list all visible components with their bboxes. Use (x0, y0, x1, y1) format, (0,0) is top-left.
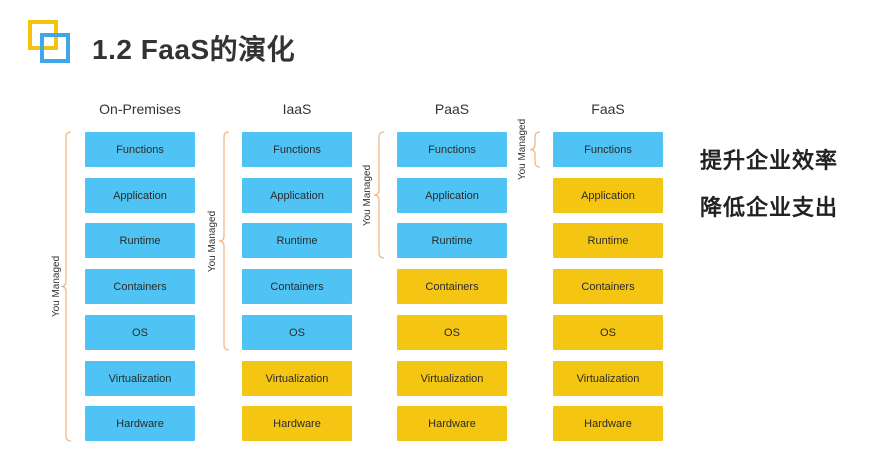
layer-box-iaas-hardware: Hardware (242, 406, 352, 441)
logo-icon (28, 20, 76, 66)
managed-brace-faas (529, 131, 541, 168)
layer-box-on-premises-containers: Containers (85, 269, 195, 304)
you-managed-label-on-premises: You Managed (50, 255, 62, 318)
page-title: 1.2 FaaS的演化 (92, 34, 296, 65)
layer-box-paas-runtime: Runtime (397, 223, 507, 258)
layer-box-faas-functions: Functions (553, 132, 663, 167)
layer-box-iaas-containers: Containers (242, 269, 352, 304)
layer-box-on-premises-os: OS (85, 315, 195, 350)
column-header-faas: FaaS (591, 101, 625, 117)
layer-box-paas-virtualization: Virtualization (397, 361, 507, 396)
layer-box-faas-os: OS (553, 315, 663, 350)
layer-box-iaas-runtime: Runtime (242, 223, 352, 258)
you-managed-label-iaas: You Managed (206, 210, 218, 272)
column-header-paas: PaaS (434, 101, 470, 117)
managed-brace-on-premises (60, 131, 72, 442)
slogan-cost: 降低企业支出 (700, 195, 839, 220)
layer-box-on-premises-virtualization: Virtualization (85, 361, 195, 396)
layer-box-on-premises-hardware: Hardware (85, 406, 195, 441)
you-managed-label-faas: You Managed (516, 118, 528, 181)
layer-box-paas-os: OS (397, 315, 507, 350)
layer-box-iaas-application: Application (242, 178, 352, 213)
layer-box-on-premises-application: Application (85, 178, 195, 213)
column-header-on-premises: On-Premises (99, 101, 181, 117)
layer-box-iaas-os: OS (242, 315, 352, 350)
layer-box-paas-functions: Functions (397, 132, 507, 167)
layer-box-faas-runtime: Runtime (553, 223, 663, 258)
slogan-efficiency: 提升企业效率 (700, 148, 839, 173)
you-managed-label-paas: You Managed (361, 164, 373, 226)
layer-box-faas-application: Application (553, 178, 663, 213)
layer-box-iaas-functions: Functions (242, 132, 352, 167)
managed-brace-iaas (218, 131, 230, 351)
column-header-iaas: IaaS (282, 101, 312, 117)
managed-brace-paas (373, 131, 385, 259)
layer-box-on-premises-runtime: Runtime (85, 223, 195, 258)
layer-box-faas-hardware: Hardware (553, 406, 663, 441)
layer-box-faas-virtualization: Virtualization (553, 361, 663, 396)
layer-box-paas-application: Application (397, 178, 507, 213)
layer-box-paas-containers: Containers (397, 269, 507, 304)
layer-box-faas-containers: Containers (553, 269, 663, 304)
layer-box-iaas-virtualization: Virtualization (242, 361, 352, 396)
layer-box-paas-hardware: Hardware (397, 406, 507, 441)
layer-box-on-premises-functions: Functions (85, 132, 195, 167)
